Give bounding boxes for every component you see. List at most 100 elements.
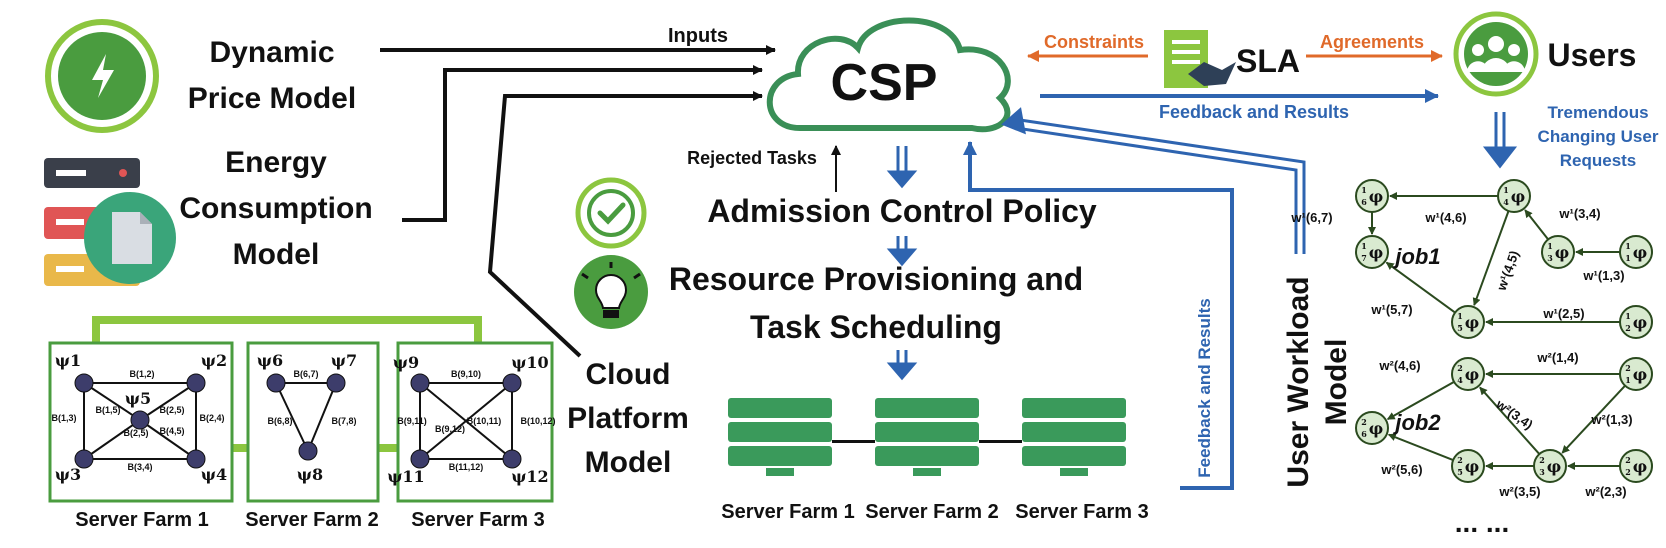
energy-label-2: Consumption (179, 192, 372, 225)
task-node (1619, 449, 1653, 483)
server-node (74, 449, 94, 469)
bandwidth-label: B(7,8) (331, 416, 356, 426)
workload-arrow (1001, 107, 1306, 254)
farm-link (307, 382, 337, 452)
task-node-index: 1 (1625, 241, 1631, 251)
bandwidth-label: B(2,4) (199, 413, 224, 423)
task-node-index: 5 (1457, 467, 1463, 477)
tremendous-1: Tremendous (1547, 103, 1648, 122)
server-rack-icon (728, 398, 832, 476)
bandwidth-label: B(10,11) (467, 416, 502, 426)
task-node-symbol: φ (1465, 365, 1479, 384)
weight-label: w¹(4,5) (1493, 249, 1522, 294)
server-node (502, 449, 522, 469)
bandwidth-label: B(4,5) (159, 426, 184, 436)
farm-link (83, 382, 141, 421)
bandwidth-label: B(1,3) (51, 413, 76, 423)
resource-label-2: Task Scheduling (750, 309, 1002, 345)
farm-link (419, 382, 513, 460)
task-node-index: 2 (1625, 323, 1631, 333)
bandwidth-label: B(1,2) (129, 369, 154, 379)
server-node-label: ψ10 (511, 353, 548, 372)
task-node-index: 2 (1457, 363, 1463, 373)
server-node (266, 373, 286, 393)
bandwidth-label: B(2,5) (159, 405, 184, 415)
task-node-symbol: φ (1633, 365, 1647, 384)
task-node-symbol: φ (1633, 243, 1647, 262)
dependency-edge (1561, 385, 1626, 454)
task-node (1451, 357, 1485, 391)
feedback-loop-arrow (963, 141, 1234, 490)
task-node-index: 1 (1625, 311, 1631, 321)
task-node-index: 2 (1361, 417, 1367, 427)
bandwidth-label: B(3,4) (127, 462, 152, 472)
task-node (1355, 179, 1389, 213)
rejected-label: Rejected Tasks (687, 148, 817, 168)
task-node-index: 1 (1625, 253, 1631, 263)
task-node (1355, 235, 1389, 269)
task-node (1619, 305, 1653, 339)
double-arrow-1 (886, 146, 918, 189)
task-node (1451, 449, 1485, 483)
dynamic-label-1: Dynamic (209, 36, 334, 69)
task-node-index: 1 (1361, 241, 1367, 251)
server-node (130, 410, 150, 430)
dependency-edge (1386, 380, 1455, 421)
task-node-index: 2 (1539, 455, 1545, 465)
sla-label: SLA (1236, 43, 1300, 79)
task-node-index: 1 (1457, 311, 1463, 321)
agreements-label: Agreements (1320, 32, 1424, 52)
dependency-edge (1387, 433, 1454, 462)
weight-label: w¹(4,6) (1424, 210, 1466, 225)
lightbulb-icon (574, 255, 648, 329)
users-down-arrow (1482, 112, 1518, 169)
bandwidth-label: B(11,12) (449, 462, 484, 472)
double-arrow-2 (886, 236, 918, 267)
cloud-platform-label-2: Platform (567, 402, 689, 435)
server-node-label: ψ11 (387, 467, 424, 486)
workload-label-1: User Workload (1282, 276, 1315, 487)
weight-label: w²(1,4) (1536, 350, 1578, 365)
task-node-symbol: φ (1547, 457, 1561, 476)
tremendous-2: Changing User (1538, 127, 1659, 146)
bandwidth-label: B(9,12) (435, 424, 465, 434)
task-node-index: 2 (1625, 467, 1631, 477)
server-rack-icon (875, 398, 979, 476)
server-node (186, 449, 206, 469)
server-node-label: ψ12 (511, 467, 548, 486)
server-node-label: ψ2 (201, 351, 227, 370)
server-racks (728, 398, 1126, 476)
server-node-label: ψ4 (201, 465, 227, 484)
task-node (1355, 411, 1389, 445)
farm-link (139, 419, 197, 460)
center-farm-1: Server Farm 1 (721, 501, 854, 523)
farm-2-label: Server Farm 2 (245, 509, 378, 531)
task-node-symbol: φ (1555, 243, 1569, 262)
center-farm-2: Server Farm 2 (865, 501, 998, 523)
weight-label: w¹(3,4) (1558, 206, 1600, 221)
farm-2-box (246, 341, 380, 503)
double-arrow-3 (886, 350, 918, 381)
task-node-index: 1 (1361, 185, 1367, 195)
server-files-icon (44, 158, 176, 286)
task-node-symbol: φ (1511, 187, 1525, 206)
task-node-index: 6 (1361, 429, 1367, 439)
ellipsis-label: ... ... (1455, 507, 1509, 538)
energy-label-3: Model (233, 238, 320, 271)
tremendous-3: Requests (1560, 151, 1637, 170)
dependency-edge (1472, 210, 1510, 307)
task-node-symbol: φ (1369, 243, 1383, 262)
task-node-index: 1 (1547, 241, 1553, 251)
job2-label: job2 (1392, 410, 1441, 435)
weight-label: w²(1,3) (1590, 412, 1632, 427)
bandwidth-label: B(6,7) (293, 369, 318, 379)
bandwidth-label: B(2,5) (123, 428, 148, 438)
task-node (1619, 357, 1653, 391)
server-node (410, 449, 430, 469)
cloud-platform-label-3: Model (585, 446, 672, 479)
farm-link (139, 382, 197, 421)
bandwidth-label: B(9,10) (451, 369, 481, 379)
task-node-index: 1 (1625, 375, 1631, 385)
